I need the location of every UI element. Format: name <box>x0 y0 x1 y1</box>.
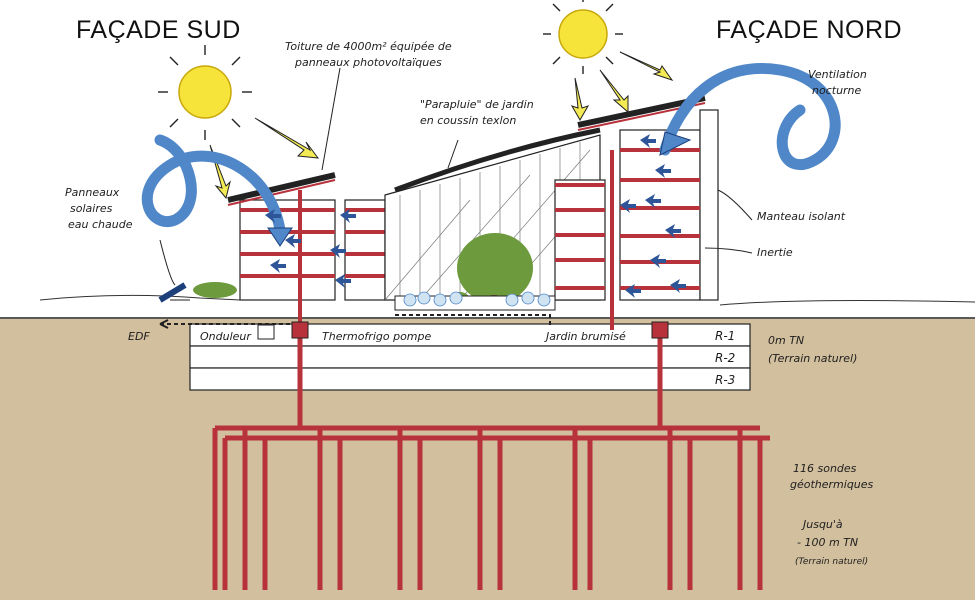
solar-water-panel <box>158 282 187 303</box>
air-arrow <box>625 284 641 298</box>
air-arrow <box>270 259 286 273</box>
level-label-r1: R-1 <box>715 329 735 343</box>
air-arrow <box>285 234 301 248</box>
sun-rays <box>209 51 674 200</box>
level-label-r2: R-2 <box>715 351 735 365</box>
heat-pump-label: Thermofrigo pompe <box>322 330 431 343</box>
south-building <box>227 172 386 330</box>
geothermal-probes <box>212 428 763 590</box>
sun-right-disc <box>558 9 608 59</box>
misted-garden-bed <box>394 291 556 311</box>
ventilation-label-line2: nocturne <box>812 84 862 97</box>
air-arrow <box>335 274 351 288</box>
depth-label-line2: - 100 m TN <box>797 536 858 549</box>
insulating-coat <box>699 109 719 301</box>
north-block-right <box>619 129 701 301</box>
terrain-left <box>39 294 241 301</box>
air-arrow <box>650 254 666 268</box>
ground-level-label-line1: 0m TN <box>768 334 804 347</box>
title-south-facade: FAÇADE SUD <box>76 16 241 44</box>
geothermal-risers <box>297 330 663 428</box>
leader-umbrella <box>447 139 459 169</box>
basement-levels: R-1 R-2 R-3 <box>189 323 751 391</box>
depth-label-line3: (Terrain naturel) <box>795 557 868 567</box>
edf-arrowhead <box>159 319 169 329</box>
edf-label: EDF <box>128 330 150 343</box>
ray-right-2 <box>599 69 629 114</box>
probes-label-line1: 116 sondes <box>793 462 857 475</box>
sun-left-disc <box>178 65 232 119</box>
heat-exchanger-north <box>651 321 669 339</box>
misted-garden-label: Jardin brumisé <box>544 330 626 343</box>
air-arrow <box>620 199 636 213</box>
inertia-label: Inertie <box>757 246 793 259</box>
solar-label-line1: Panneaux <box>65 186 120 199</box>
heat-exchanger-south <box>291 321 309 339</box>
airflow-north <box>659 63 841 171</box>
umbrella-label-line2: en coussin texlon <box>420 114 516 127</box>
south-pv-roof <box>227 172 336 203</box>
mist-dashed-line <box>395 314 551 325</box>
air-arrow <box>655 164 671 178</box>
air-arrow <box>665 224 681 238</box>
inverter-box <box>257 324 275 340</box>
sun-right <box>543 0 623 74</box>
solar-label-line2: solaires <box>70 202 113 215</box>
level-r3 <box>189 367 751 391</box>
shrub-left <box>193 282 237 298</box>
roof-label-line2: panneaux photovoltaïques <box>294 56 442 69</box>
leader-insulating <box>717 189 753 221</box>
air-arrow <box>670 279 686 293</box>
solar-label-line3: eau chaude <box>68 218 133 231</box>
internal-air-arrows <box>265 134 686 298</box>
north-building <box>554 95 719 330</box>
air-arrow <box>645 194 661 208</box>
airflow-arrowheads <box>267 131 692 247</box>
leader-solar <box>159 239 176 286</box>
ray-left-1 <box>254 117 320 159</box>
roof-label-line1: Toiture de 4000m² équipée de <box>285 40 452 53</box>
depth-label-line1: Jusqu'à <box>801 518 843 531</box>
south-floor-slabs <box>240 208 385 278</box>
leader-roof <box>321 67 341 171</box>
level-label-r3: R-3 <box>715 373 735 387</box>
probes-label-line2: géothermiques <box>790 478 874 491</box>
airflows <box>141 63 841 236</box>
title-north-facade: FAÇADE NORD <box>716 16 902 44</box>
south-block-left <box>239 199 336 301</box>
terrain-right <box>719 300 975 306</box>
air-arrow <box>265 209 281 223</box>
north-block-left <box>554 179 606 301</box>
airflow-south <box>141 134 286 236</box>
texlon-umbrella-roof <box>394 127 601 193</box>
ventilation-label-line1: Ventilation <box>808 68 867 81</box>
ray-right-3 <box>619 51 674 81</box>
ray-right-1 <box>570 77 590 122</box>
leader-lines <box>159 67 753 286</box>
inverter-label: Onduleur <box>200 330 252 343</box>
level-r2 <box>189 345 751 369</box>
sun-left <box>158 45 252 140</box>
tree-canopy-large <box>457 233 533 303</box>
ground-level-label-line2: (Terrain naturel) <box>768 352 857 365</box>
leader-inertia <box>704 247 753 254</box>
umbrella-label-line1: "Parapluie" de jardin <box>420 98 534 111</box>
ground-surface-band <box>0 305 975 319</box>
south-roof-edge <box>227 179 336 206</box>
insulating-coat-label: Manteau isolant <box>757 210 846 223</box>
air-arrow <box>640 134 656 148</box>
air-arrow <box>340 209 356 223</box>
air-arrow <box>330 244 346 258</box>
